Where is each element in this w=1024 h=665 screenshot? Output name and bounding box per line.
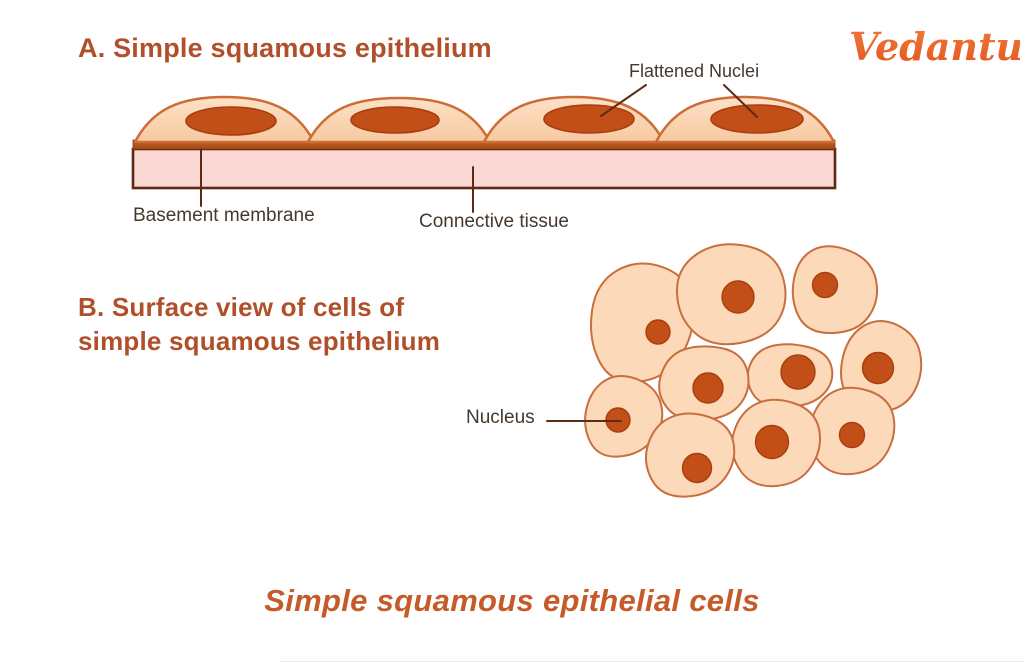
surface-cell-nucleus xyxy=(861,351,895,385)
connective-tissue-box xyxy=(131,147,837,190)
flattened-nuclei-label: Flattened Nuclei xyxy=(629,61,760,81)
flattened-nucleus xyxy=(543,104,635,134)
nucleus-label: Nucleus xyxy=(466,407,535,428)
section-a-heading: A. Simple squamous epithelium xyxy=(78,33,492,63)
surface-cell-nucleus xyxy=(721,280,755,314)
diagram-b-surface-view xyxy=(546,243,923,498)
surface-cell-nucleus xyxy=(811,271,839,299)
vedantu-logo-text: Vedantu xyxy=(849,24,1020,69)
surface-cell-nucleus xyxy=(754,424,790,460)
flattened-nucleus xyxy=(710,104,804,134)
surface-cell-nucleus xyxy=(645,319,671,345)
section-b-heading-line2: simple squamous epithelium xyxy=(78,326,441,356)
leader-line xyxy=(723,84,758,118)
surface-cell-nucleus xyxy=(838,421,866,449)
diagram-a-side-view xyxy=(131,84,837,213)
surface-cell-nucleus xyxy=(692,372,724,404)
section-b-heading-line1: B. Surface view of cells of xyxy=(78,292,405,322)
flattened-nucleus xyxy=(185,106,277,136)
surface-cell-nucleus xyxy=(780,354,816,390)
vedantu-logo: Vedantu xyxy=(849,24,1020,69)
surface-cell-nucleus xyxy=(681,452,713,484)
bottom-artifact-line xyxy=(280,661,1024,662)
leader-line xyxy=(600,84,647,117)
section-b-heading: B. Surface view of cells of simple squam… xyxy=(78,290,440,358)
connective-tissue-label: Connective tissue xyxy=(419,211,569,232)
caption: Simple squamous epithelial cells xyxy=(264,583,760,618)
flattened-nucleus xyxy=(350,106,440,134)
basement-membrane-label: Basement membrane xyxy=(133,205,315,226)
